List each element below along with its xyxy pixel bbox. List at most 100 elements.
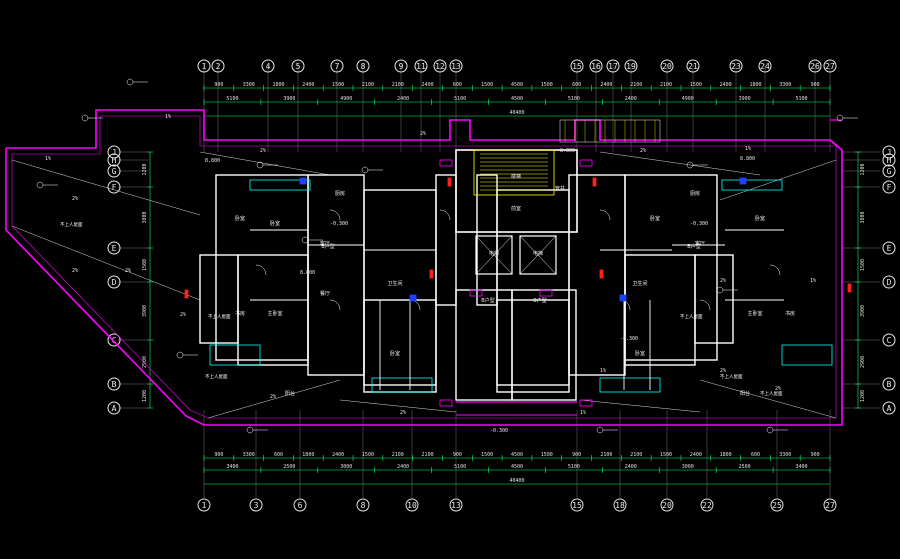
magenta-marker bbox=[540, 290, 552, 296]
dim-top-2-label: 5100 bbox=[454, 96, 466, 102]
axis-bottom-1: 1 bbox=[198, 499, 210, 511]
room-label: 楼梯 bbox=[511, 173, 521, 180]
axis-top-20: 20 bbox=[661, 60, 673, 72]
axis-label: 22 bbox=[702, 501, 712, 510]
dim-bottom-1-label: 1800 bbox=[720, 452, 732, 458]
axis-label: 21 bbox=[688, 62, 698, 71]
slope-label: 2% bbox=[72, 196, 78, 202]
dim-top-1-label: 4500 bbox=[511, 82, 523, 88]
room-label: 卧室 bbox=[635, 350, 645, 357]
slope-label: 2% bbox=[180, 312, 186, 318]
elevation-label: -0.300 bbox=[620, 336, 638, 342]
axis-bottom-22: 22 bbox=[701, 499, 713, 511]
room-label: 电梯 bbox=[489, 250, 499, 257]
axis-bottom-27: 27 bbox=[824, 499, 836, 511]
roof-note: 不上人屋面 bbox=[60, 221, 83, 228]
room-wall bbox=[625, 255, 695, 365]
axis-label: 1 bbox=[202, 62, 207, 71]
axis-label: E bbox=[112, 244, 117, 253]
room-labels: 卧室卧室客厅餐厅厨房卫生间主卧室书房阳台电梯电梯前室楼梯管井客厅卧室卧室厨房卫生… bbox=[235, 173, 795, 397]
room-wall bbox=[308, 175, 364, 375]
axis-label: 25 bbox=[772, 501, 782, 510]
dim-right-label: 1200 bbox=[860, 163, 866, 175]
ridge-line bbox=[340, 400, 456, 412]
dimension-lines: 9003300180024001500210021002400600150045… bbox=[142, 82, 866, 484]
dim-bottom-2-label: 3400 bbox=[226, 464, 238, 470]
axis-label: 6 bbox=[298, 501, 303, 510]
dim-left-label: 1500 bbox=[142, 259, 148, 271]
red-marker bbox=[185, 290, 188, 298]
leader-circle bbox=[177, 352, 183, 358]
axis-label: H bbox=[112, 156, 117, 165]
axis-bottom-20: 20 bbox=[661, 499, 673, 511]
axis-top-19: 19 bbox=[625, 60, 637, 72]
door-swing bbox=[256, 265, 266, 275]
dim-bottom-1-label: 1500 bbox=[362, 452, 374, 458]
axis-label: 15 bbox=[572, 501, 582, 510]
axis-label: 2 bbox=[216, 62, 221, 71]
room-wall bbox=[695, 255, 733, 343]
dim-top-1-label: 600 bbox=[572, 82, 581, 88]
elevation-label: -0.300 bbox=[490, 428, 508, 434]
axis-top-26: 26 bbox=[809, 60, 821, 72]
slope-label: 2% bbox=[640, 148, 646, 154]
dim-left-label: 1200 bbox=[142, 390, 148, 402]
room-label: 厨房 bbox=[690, 190, 700, 197]
axis-label: 20 bbox=[662, 62, 672, 71]
magenta-marker bbox=[440, 160, 452, 166]
axis-label: 19 bbox=[626, 62, 636, 71]
axis-label: 10 bbox=[407, 501, 417, 510]
axis-bottom-6: 6 bbox=[294, 499, 306, 511]
dim-left-label: 3900 bbox=[142, 305, 148, 317]
dim-top-1-label: 2100 bbox=[392, 82, 404, 88]
dim-bottom-2-label: 5100 bbox=[454, 464, 466, 470]
roof-note: 不上人屋面 bbox=[680, 313, 703, 320]
axis-label: B bbox=[112, 380, 117, 389]
axis-top-21: 21 bbox=[687, 60, 699, 72]
dim-bottom-1-label: 3300 bbox=[243, 452, 255, 458]
room-label: 管井 bbox=[555, 185, 565, 192]
balcony bbox=[782, 345, 832, 365]
dim-right-label: 1500 bbox=[860, 259, 866, 271]
axis-bottom-13: 13 bbox=[450, 499, 462, 511]
dim-top-1-label: 2400 bbox=[600, 82, 612, 88]
core-room-right bbox=[512, 290, 576, 400]
dim-right-label: 3900 bbox=[860, 305, 866, 317]
axis-label: 13 bbox=[451, 62, 461, 71]
axis-top-17: 17 bbox=[607, 60, 619, 72]
room-label: 前室 bbox=[511, 205, 521, 212]
axis-bottom-3: 3 bbox=[250, 499, 262, 511]
room-label: 厨房 bbox=[335, 190, 345, 197]
dim-bottom-1-label: 900 bbox=[214, 452, 223, 458]
slope-label: 1% bbox=[810, 278, 816, 284]
elevation-label: 8.800 bbox=[560, 148, 575, 154]
axis-right-H: H bbox=[883, 154, 895, 166]
leader-circle bbox=[767, 427, 773, 433]
magenta-marker bbox=[580, 160, 592, 166]
axis-label: 16 bbox=[591, 62, 601, 71]
axis-label: 17 bbox=[608, 62, 618, 71]
core-room-left bbox=[456, 290, 512, 400]
roof-note: 不上人屋面 bbox=[208, 313, 231, 320]
axis-label: 7 bbox=[335, 62, 340, 71]
slope-label: 2% bbox=[775, 386, 781, 392]
dim-bottom-1-label: 1500 bbox=[660, 452, 672, 458]
room-wall bbox=[200, 255, 238, 343]
dim-bottom-1-label: 600 bbox=[274, 452, 283, 458]
dim-bottom-1-label: 1500 bbox=[541, 452, 553, 458]
axis-top-24: 24 bbox=[759, 60, 771, 72]
red-marker bbox=[593, 178, 596, 186]
axis-label: E bbox=[887, 244, 892, 253]
axis-bottom-10: 10 bbox=[406, 499, 418, 511]
dim-left-label: 1200 bbox=[142, 163, 148, 175]
axis-top-2: 2 bbox=[212, 60, 224, 72]
dim-bottom-2-label: 3400 bbox=[796, 464, 808, 470]
room-label: 阳台 bbox=[285, 390, 295, 397]
axis-top-8: 8 bbox=[357, 60, 369, 72]
unit-label: B户型 bbox=[533, 297, 546, 304]
axis-label: 9 bbox=[399, 62, 404, 71]
dim-bottom-1-label: 1500 bbox=[481, 452, 493, 458]
elevation-label: -0.300 bbox=[690, 221, 708, 227]
